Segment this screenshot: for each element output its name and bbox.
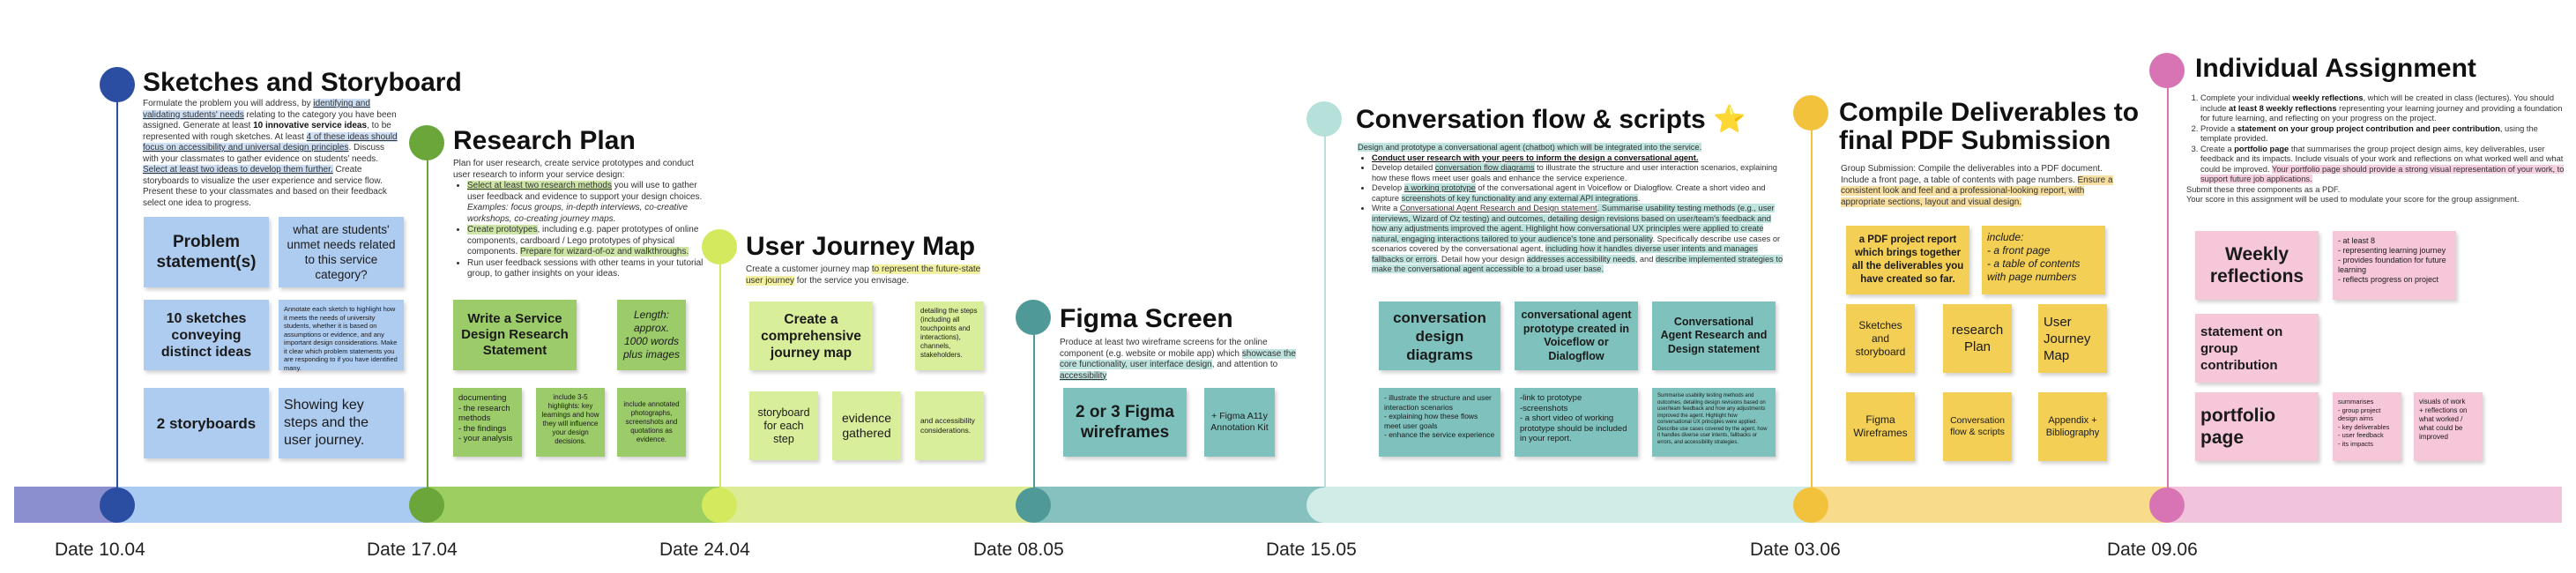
- timeline-dot: [1016, 487, 1051, 523]
- timeline-connector: [1324, 123, 1326, 504]
- sticky-note: include annotated photographs, screensho…: [617, 388, 686, 457]
- timeline-segment: [14, 487, 116, 523]
- sticky-note: evidence gathered: [832, 391, 901, 460]
- timeline-segment: [427, 487, 719, 523]
- sticky-note: Length: approx. 1000 words plus images: [617, 300, 686, 370]
- milestone-dot: [409, 125, 444, 160]
- milestone-dot: [100, 67, 135, 102]
- date-label: Date 10.04: [55, 540, 145, 560]
- section-title-figma: Figma Screen: [1060, 304, 1233, 333]
- sticky-note: Create a comprehensive journey map: [749, 301, 873, 370]
- date-label: Date 03.06: [1750, 540, 1841, 560]
- sticky-note: Summarise usability testing methods and …: [1652, 388, 1776, 457]
- date-label: Date 08.05: [973, 540, 1064, 560]
- sticky-note: Appendix + Bibliography: [2038, 392, 2107, 461]
- section-title-journey-map: User Journey Map: [746, 232, 976, 261]
- sticky-note: include 3-5 highlights: key learnings an…: [536, 388, 605, 457]
- section-title-sketches: Sketches and Storyboard: [143, 68, 462, 97]
- sticky-note: 2 or 3 Figma wireframes: [1063, 388, 1187, 457]
- milestone-dot: [1307, 101, 1342, 137]
- timeline-connector: [2167, 79, 2169, 504]
- section-description-compile: Group Submission: Compile the deliverabl…: [1841, 164, 2113, 207]
- sticky-note: Conversational Agent Research and Design…: [1652, 301, 1776, 370]
- milestone-dot: [1793, 95, 1828, 130]
- sticky-note: visuals of work + reflections on what wo…: [2414, 392, 2483, 461]
- timeline-dot: [1793, 487, 1828, 523]
- timeline-connector: [1811, 123, 1813, 504]
- section-description-research-plan: Plan for user research, create service p…: [453, 159, 709, 280]
- sticky-note: what are students' unmet needs related t…: [279, 217, 404, 287]
- section-description-figma: Produce at least two wireframe screens f…: [1060, 338, 1296, 381]
- sticky-note: 10 sketches conveying distinct ideas: [144, 300, 269, 370]
- sticky-note: Sketches and storyboard: [1846, 304, 1915, 373]
- timeline-segment: [1811, 487, 2167, 523]
- timeline-segment: [1324, 487, 1811, 523]
- timeline-connector: [116, 88, 118, 504]
- sticky-note: and accessibility considerations.: [915, 391, 984, 460]
- sticky-note: research Plan: [1943, 304, 2012, 373]
- section-title-conversation: Conversation flow & scripts ⭐: [1356, 105, 1746, 134]
- sticky-note: summarises - group project design aims -…: [2333, 392, 2401, 461]
- timeline-dot: [100, 487, 135, 523]
- section-title-research-plan: Research Plan: [453, 126, 636, 155]
- sticky-note: storyboard for each step: [749, 391, 818, 460]
- date-label: Date 15.05: [1266, 540, 1357, 560]
- timeline-dot: [1307, 487, 1342, 523]
- sticky-note: - illustrate the structure and user inte…: [1379, 388, 1500, 457]
- timeline-segment: [2167, 487, 2562, 523]
- milestone-dot: [702, 229, 737, 264]
- timeline-segment: [719, 487, 1033, 523]
- sticky-note: Write a Service Design Research Statemen…: [453, 300, 577, 370]
- timeline-segment: [1033, 487, 1324, 523]
- timeline-dot: [702, 487, 737, 523]
- sticky-note: -link to prototype -screenshots - a shor…: [1515, 388, 1638, 457]
- date-label: Date 24.04: [659, 540, 750, 560]
- sticky-note: a PDF project report which brings togeth…: [1846, 226, 1969, 294]
- sticky-note: + Figma A11y Annotation Kit: [1204, 388, 1275, 457]
- timeline-connector: [427, 150, 428, 504]
- sticky-note: conversation design diagrams: [1379, 301, 1500, 370]
- sticky-note: Annotate each sketch to highlight how it…: [279, 300, 404, 372]
- sticky-note: include: - a front page - a table of con…: [1982, 226, 2105, 294]
- sticky-note: 2 storyboards: [144, 388, 269, 458]
- timeline-dot: [2149, 487, 2185, 523]
- sticky-note: statement on group contribution: [2195, 314, 2319, 383]
- section-description-conversation: Design and prototype a conversational ag…: [1358, 143, 1785, 275]
- sticky-note: portfolio page: [2195, 392, 2319, 461]
- timeline-dot: [409, 487, 444, 523]
- timeline-connector: [1033, 326, 1035, 504]
- sticky-note: Showing key steps and the user journey.: [279, 388, 404, 458]
- section-title-individual: Individual Assignment: [2195, 54, 2476, 83]
- sticky-note: Problem statement(s): [144, 217, 269, 287]
- sticky-note: Conversation flow & scripts: [1943, 392, 2012, 461]
- sticky-note: - at least 8 - representing learning jou…: [2333, 231, 2456, 300]
- sticky-note: detailing the steps (including all touch…: [915, 301, 984, 370]
- star-icon: ⭐: [1713, 105, 1746, 134]
- date-label: Date 17.04: [367, 540, 458, 560]
- sticky-note: conversational agent prototype created i…: [1515, 301, 1638, 370]
- sticky-note: Weekly reflections: [2195, 231, 2319, 300]
- section-description-sketches: Formulate the problem you will address, …: [143, 99, 398, 208]
- date-label: Date 09.06: [2107, 540, 2198, 560]
- timeline-segment: [116, 487, 427, 523]
- timeline-connector: [719, 256, 721, 504]
- section-description-individual: Complete your individual weekly reflecti…: [2186, 93, 2565, 205]
- milestone-dot: [1016, 300, 1051, 335]
- milestone-dot: [2149, 53, 2185, 88]
- sticky-note: Figma Wireframes: [1846, 392, 1915, 461]
- sticky-note: User Journey Map: [2038, 304, 2107, 373]
- section-title-compile: Compile Deliverables to final PDF Submis…: [1839, 98, 2140, 155]
- section-description-journey-map: Create a customer journey map to represe…: [746, 264, 981, 286]
- sticky-note: documenting - the research methods - the…: [453, 388, 522, 457]
